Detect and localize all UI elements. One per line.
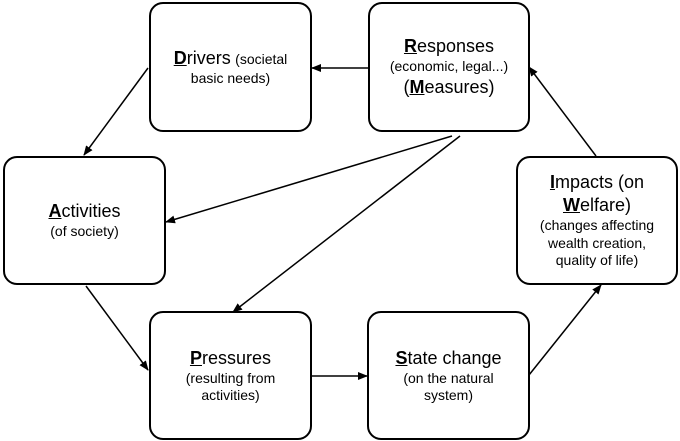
drivers-initial: D — [173, 47, 187, 68]
pressures-node: Pressures (resulting from activities) — [149, 311, 312, 440]
pressures-line-1: Pressures — [190, 347, 271, 370]
responses-alt-open: ( — [403, 76, 410, 97]
activities-title: ctivities — [61, 201, 121, 222]
impacts-initial: I — [549, 172, 555, 193]
arrow-responses-to-activities — [165, 135, 453, 224]
arrow-impacts-to-responses — [528, 66, 597, 157]
responses-line-3: (Measures) — [403, 76, 494, 99]
drivers-line-1: Drivers (societal — [174, 47, 288, 70]
arrow-activities-to-pressures — [85, 285, 149, 371]
pressures-note-a: (resulting from — [185, 369, 276, 386]
impacts-alt-initial: W — [562, 195, 580, 216]
arrow-drivers-to-activities — [83, 67, 149, 156]
impacts-note-c: quality of life) — [555, 252, 639, 269]
state-title: tate change — [407, 347, 502, 368]
responses-initial: R — [403, 36, 417, 57]
impacts-alt-title: elfare) — [579, 195, 632, 216]
responses-alt-title: easures) — [424, 76, 495, 97]
impacts-note-b: wealth creation, — [547, 234, 647, 251]
activities-node: Activities (of society) — [3, 156, 166, 285]
state-change-node: State change (on the natural system) — [367, 311, 530, 440]
state-line-1: State change — [395, 347, 501, 370]
responses-note: (economic, legal...) — [389, 58, 509, 75]
impacts-line-2: Welfare) — [563, 194, 631, 217]
drivers-note-a: (societal — [235, 50, 288, 67]
impacts-title: mpacts (on — [554, 172, 645, 193]
arrow-state-to-impacts — [528, 284, 602, 376]
impacts-line-1: Impacts (on — [550, 171, 644, 194]
state-initial: S — [395, 347, 408, 368]
pressures-note-b: activities) — [201, 387, 260, 403]
drivers-note-b: basic needs) — [190, 69, 271, 86]
state-note-b: system) — [424, 387, 473, 403]
responses-node: Responses (economic, legal...) (Measures… — [368, 2, 530, 132]
pressures-initial: P — [189, 347, 202, 368]
drivers-title: rivers — [186, 47, 231, 68]
activities-initial: A — [48, 201, 62, 222]
drivers-node: Drivers (societal basic needs) — [149, 2, 312, 132]
responses-line-1: Responses — [404, 35, 494, 58]
pressures-title: ressures — [201, 347, 272, 368]
responses-alt-initial: M — [409, 76, 425, 97]
activities-note: (of society) — [50, 223, 119, 240]
arrow-responses-to-pressures — [232, 135, 461, 313]
activities-line-1: Activities — [48, 200, 120, 223]
state-note-a: (on the natural — [403, 369, 494, 386]
impacts-note-a: (changes affecting — [539, 217, 655, 234]
impacts-node: Impacts (on Welfare) (changes affecting … — [516, 156, 678, 285]
responses-title: esponses — [416, 36, 495, 57]
